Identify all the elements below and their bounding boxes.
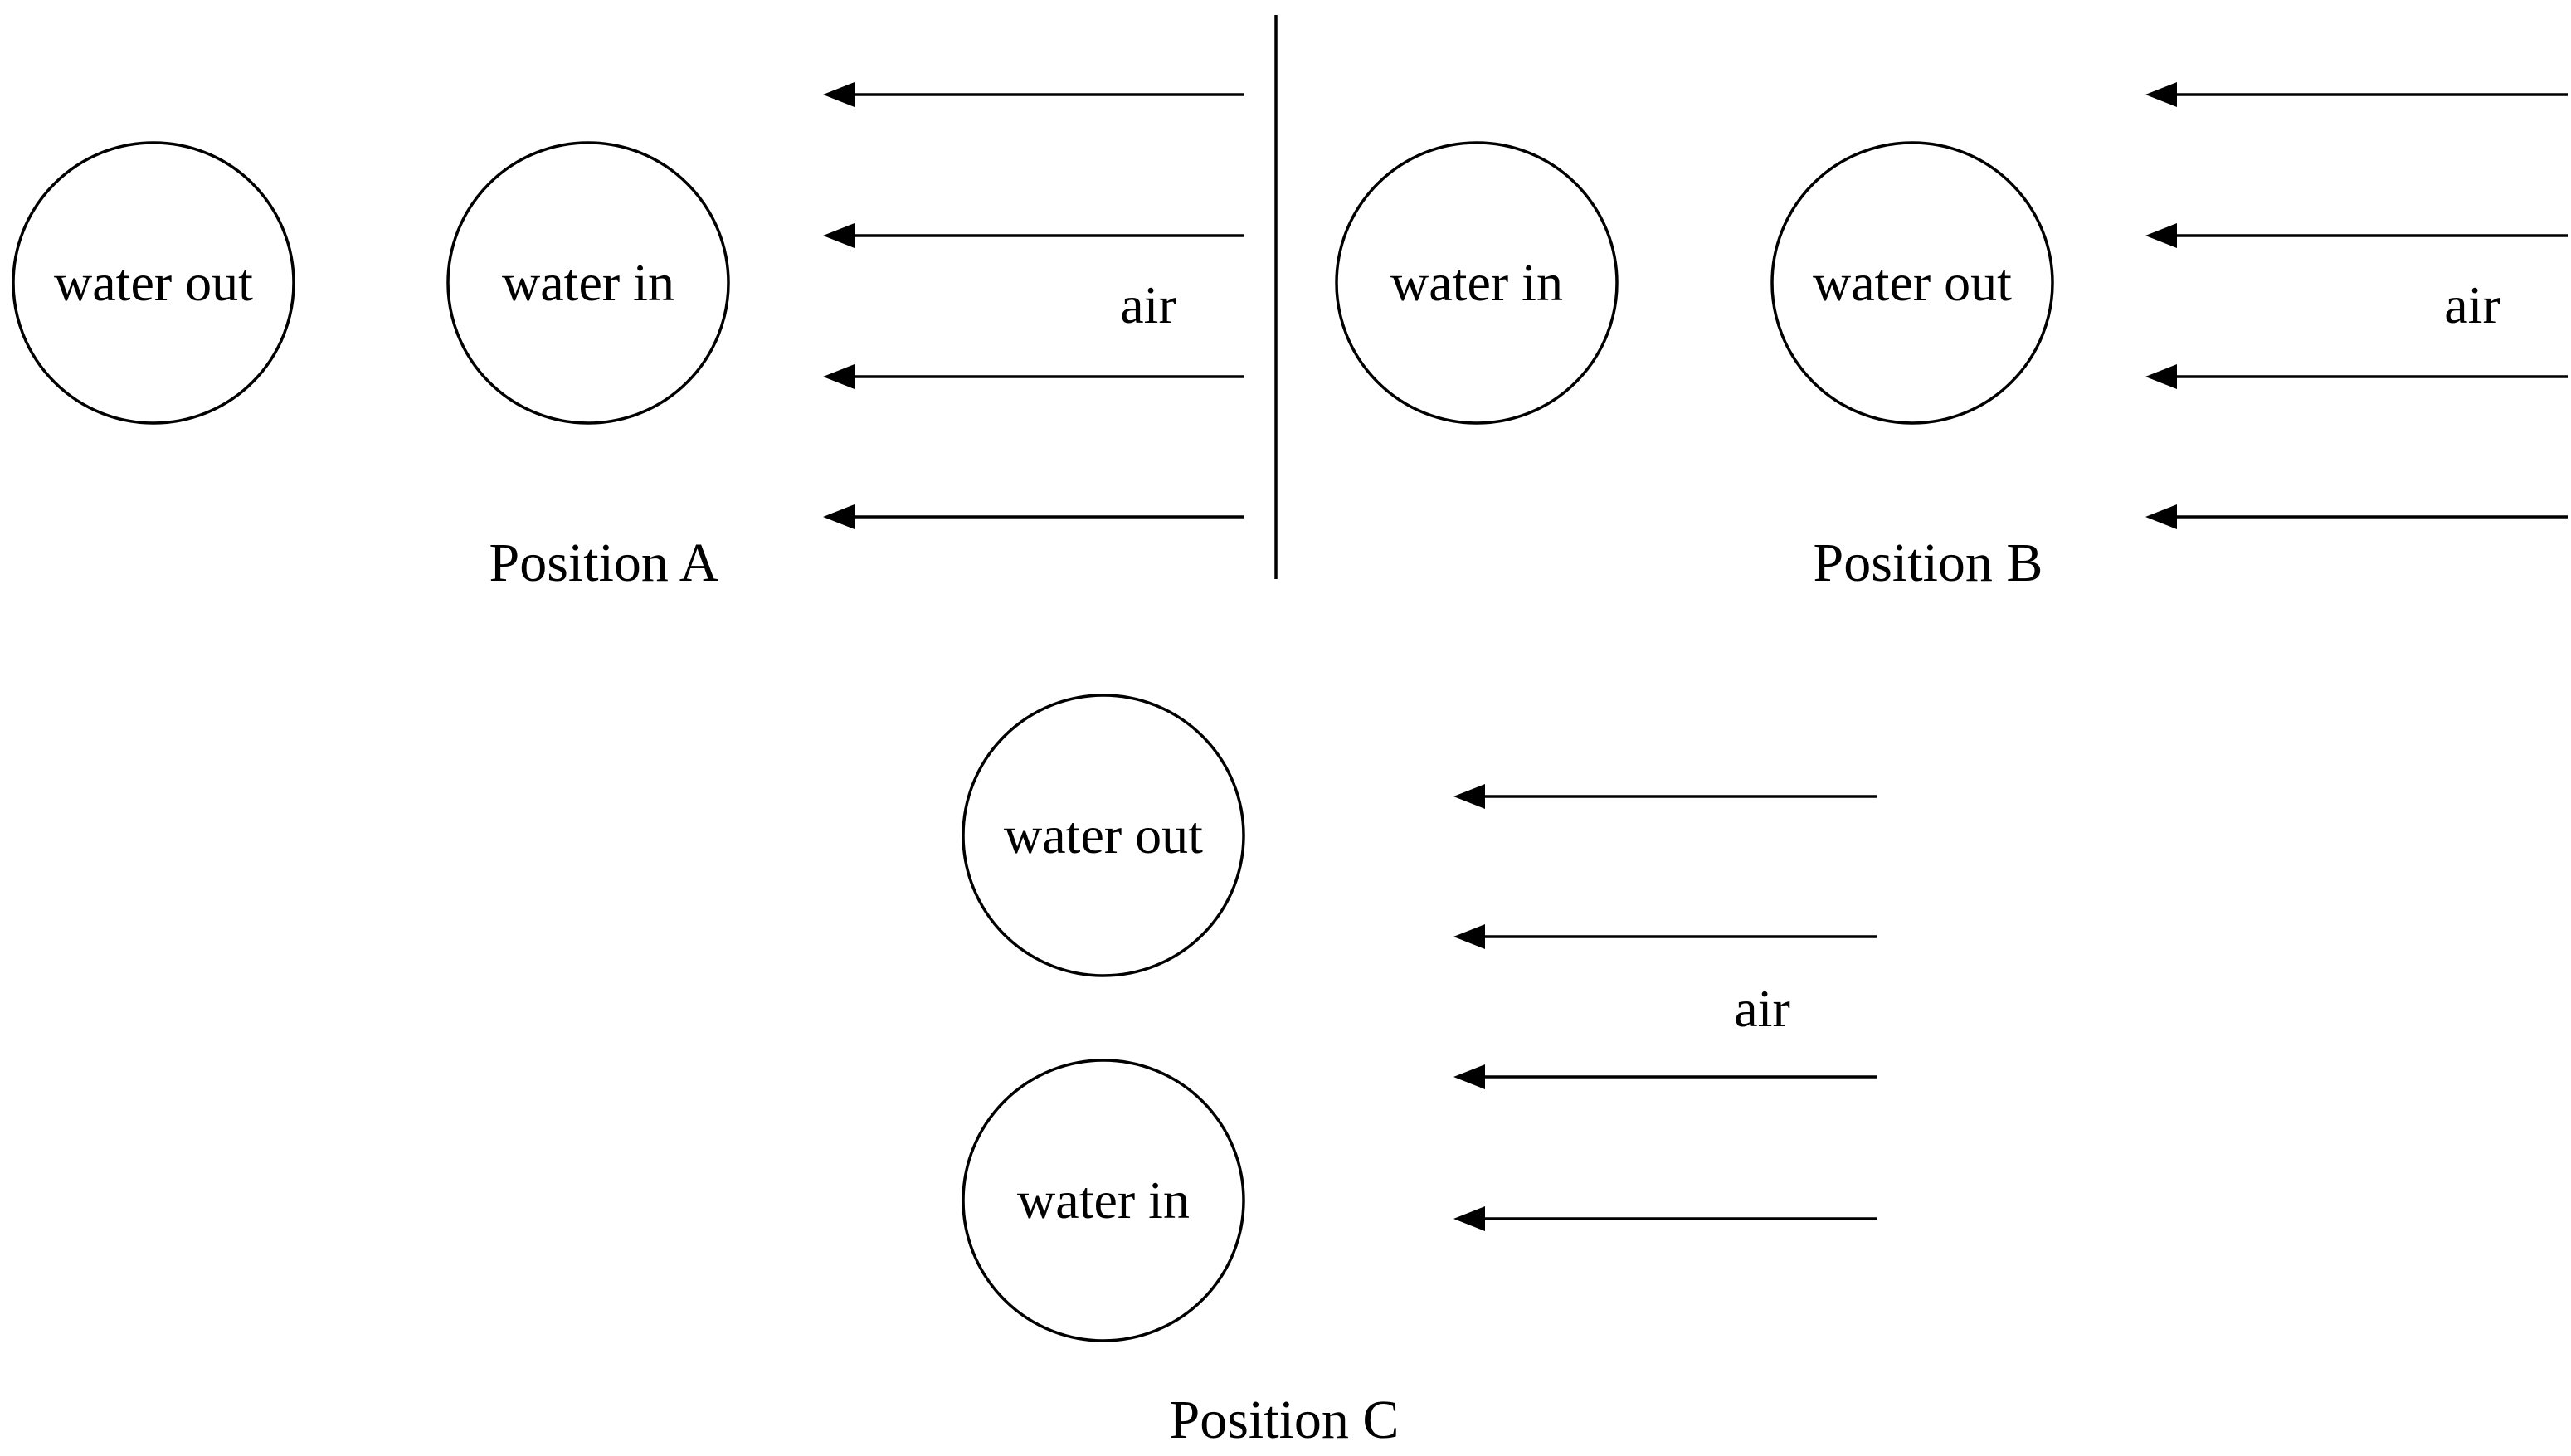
position-a-water-out-label: water out: [54, 253, 253, 312]
position-c-water-in-label: water in: [1017, 1171, 1190, 1230]
position-a-water-in-tube: [446, 141, 730, 425]
position-a-water-in-label: water in: [502, 253, 674, 312]
position-b-water-in-label: water in: [1390, 253, 1563, 312]
arrow-head-icon: [1453, 784, 1485, 809]
position-b-air-arrows: [2145, 82, 2568, 529]
position-a-title: Position A: [489, 533, 719, 593]
position-a-group: water out water in air Position A: [12, 82, 1244, 593]
arrow-head-icon: [2145, 223, 2177, 248]
position-c-air-label: air: [1734, 979, 1790, 1038]
position-c-title: Position C: [1170, 1390, 1400, 1450]
arrow-head-icon: [2145, 364, 2177, 389]
arrow-head-icon: [2145, 504, 2177, 529]
position-a-air-label: air: [1120, 275, 1176, 334]
arrow-head-icon: [1453, 1206, 1485, 1231]
position-a-air-arrows: [823, 82, 1244, 529]
arrow-head-icon: [1453, 924, 1485, 949]
position-c-water-in-tube: [962, 1059, 1245, 1342]
position-a-water-out-tube: [12, 141, 295, 425]
position-c-air-arrows: [1453, 784, 1877, 1231]
arrow-head-icon: [823, 364, 855, 389]
position-b-air-label: air: [2444, 275, 2500, 334]
position-c-group: water out water in air Position C: [962, 694, 1877, 1450]
position-b-group: water in water out air Position B: [1335, 82, 2568, 593]
arrow-head-icon: [823, 504, 855, 529]
arrow-head-icon: [1453, 1064, 1485, 1089]
position-c-water-out-label: water out: [1004, 806, 1203, 864]
position-b-water-in-tube: [1335, 141, 1619, 425]
position-b-water-out-tube: [1770, 141, 2054, 425]
position-c-water-out-tube: [962, 694, 1245, 977]
arrow-head-icon: [823, 82, 855, 107]
arrow-head-icon: [823, 223, 855, 248]
position-b-title: Position B: [1814, 533, 2043, 593]
arrow-head-icon: [2145, 82, 2177, 107]
position-b-water-out-label: water out: [1813, 253, 2012, 312]
